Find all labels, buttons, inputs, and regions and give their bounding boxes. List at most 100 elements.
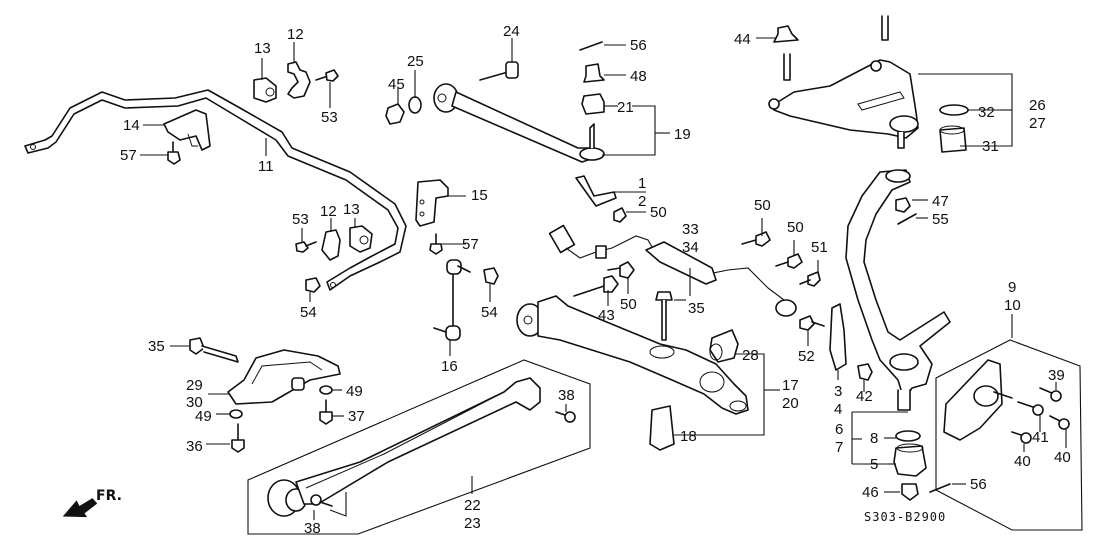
nut-42[interactable] (857, 363, 873, 381)
label-50: 50 (620, 296, 637, 313)
label-50: 50 (754, 197, 771, 214)
label-43: 43 (598, 307, 615, 324)
label-37: 37 (348, 408, 365, 425)
label-39: 39 (1048, 367, 1065, 384)
bolt-43[interactable] (573, 275, 619, 297)
bolt-39[interactable] (1039, 387, 1062, 402)
label-9: 9 (1008, 279, 1016, 296)
cotter-pin-56-top[interactable] (579, 41, 603, 51)
washer-49-left[interactable] (229, 409, 243, 419)
bolt-24[interactable] (479, 61, 519, 81)
upper-control-arm-26-27[interactable] (768, 15, 919, 149)
bushing-18[interactable] (649, 405, 675, 451)
label-33: 33 (682, 221, 699, 238)
bolt-52[interactable] (799, 315, 825, 331)
radius-rod-19[interactable] (433, 83, 605, 163)
label-54: 54 (300, 304, 317, 321)
bushing-21[interactable] (581, 93, 605, 115)
nut-47[interactable] (895, 197, 911, 213)
label-54: 54 (481, 304, 498, 321)
washer-49-right[interactable] (319, 385, 333, 395)
label-30: 30 (186, 394, 203, 411)
label-11: 11 (258, 158, 274, 175)
bolt-57-right[interactable] (429, 233, 443, 255)
label-35: 35 (688, 300, 705, 317)
hub-9-10[interactable] (943, 359, 1013, 441)
bolt-53-upper[interactable] (315, 69, 339, 82)
nut-45[interactable] (385, 103, 405, 125)
bracket-15[interactable] (415, 179, 449, 227)
compensator-arm-29-30[interactable] (227, 349, 341, 405)
nut-46[interactable] (901, 483, 919, 501)
bushing-13-upper[interactable] (253, 77, 277, 103)
label-42: 42 (856, 388, 873, 405)
abs-sensor-wire-33-34[interactable] (548, 224, 797, 317)
bolt-51[interactable] (799, 271, 821, 287)
bracket-14[interactable] (163, 109, 211, 151)
label-35: 35 (148, 338, 165, 355)
steering-knuckle[interactable] (845, 169, 951, 411)
stabilizer-bar[interactable] (24, 89, 407, 291)
bolt-38-right[interactable] (555, 411, 576, 423)
nut-44[interactable] (773, 25, 799, 43)
label-7: 7 (835, 439, 843, 456)
diagram-code: S303-B2900 (864, 510, 946, 524)
cotter-pin-56-bottom[interactable] (929, 483, 951, 493)
washer-25[interactable] (408, 96, 422, 114)
label-38: 38 (304, 520, 321, 537)
ball-joint-boot-5[interactable] (893, 443, 927, 477)
bushing-13-lower[interactable] (349, 225, 373, 253)
splash-guard-3-4[interactable] (829, 303, 847, 371)
bolt-35-b[interactable] (189, 337, 239, 363)
label-25: 25 (407, 53, 424, 70)
boot-31[interactable] (939, 125, 967, 153)
label-15: 15 (471, 187, 488, 204)
label-47: 47 (932, 193, 949, 210)
bolt-35-a[interactable] (655, 291, 673, 341)
label-49: 49 (346, 383, 363, 400)
label-20: 20 (782, 395, 799, 412)
clamp-12-upper[interactable] (287, 61, 311, 99)
label-57: 57 (120, 147, 137, 164)
stabilizer-link-16[interactable] (433, 259, 471, 341)
bolt-50-a[interactable] (613, 207, 627, 223)
label-38: 38 (558, 387, 575, 404)
label-21: 21 (617, 99, 634, 116)
leader-lines (140, 37, 1067, 520)
label-16: 16 (441, 358, 458, 375)
label-23: 23 (464, 515, 481, 532)
bolt-57-left[interactable] (167, 141, 181, 165)
label-19: 19 (674, 126, 691, 143)
bolt-50-c[interactable] (775, 253, 803, 269)
label-51: 51 (811, 239, 828, 256)
trailing-arm-22-23[interactable] (267, 377, 541, 517)
bolt-37[interactable] (319, 399, 333, 425)
bolt-40-a[interactable] (1011, 431, 1032, 444)
bolt-40-b[interactable] (1049, 415, 1070, 430)
bolt-50-b[interactable] (741, 231, 771, 247)
snap-ring-8[interactable] (895, 430, 921, 442)
label-55: 55 (932, 211, 949, 228)
cotter-pin-55[interactable] (897, 213, 917, 225)
label-3: 3 (834, 383, 842, 400)
bolt-38-left[interactable] (310, 494, 333, 507)
bracket-1-2[interactable] (575, 175, 617, 207)
label-36: 36 (186, 438, 203, 455)
bushing-28[interactable] (709, 329, 739, 363)
bolt-36[interactable] (231, 423, 245, 453)
nut-48[interactable] (583, 63, 605, 83)
label-2: 2 (638, 193, 646, 210)
bolt-53-lower[interactable] (295, 241, 317, 253)
lower-control-arm-17-20[interactable] (516, 295, 749, 415)
label-29: 29 (186, 377, 203, 394)
nut-54-left[interactable] (305, 277, 321, 293)
bolt-41[interactable] (1017, 401, 1044, 416)
clamp-12-lower[interactable] (321, 229, 341, 261)
label-12: 12 (287, 26, 304, 43)
front-direction-arrow: FR. (62, 488, 122, 518)
bolt-50-d[interactable] (607, 261, 635, 279)
cap-32[interactable] (939, 104, 969, 116)
nut-54-right[interactable] (483, 267, 499, 285)
label-31: 31 (982, 138, 999, 155)
